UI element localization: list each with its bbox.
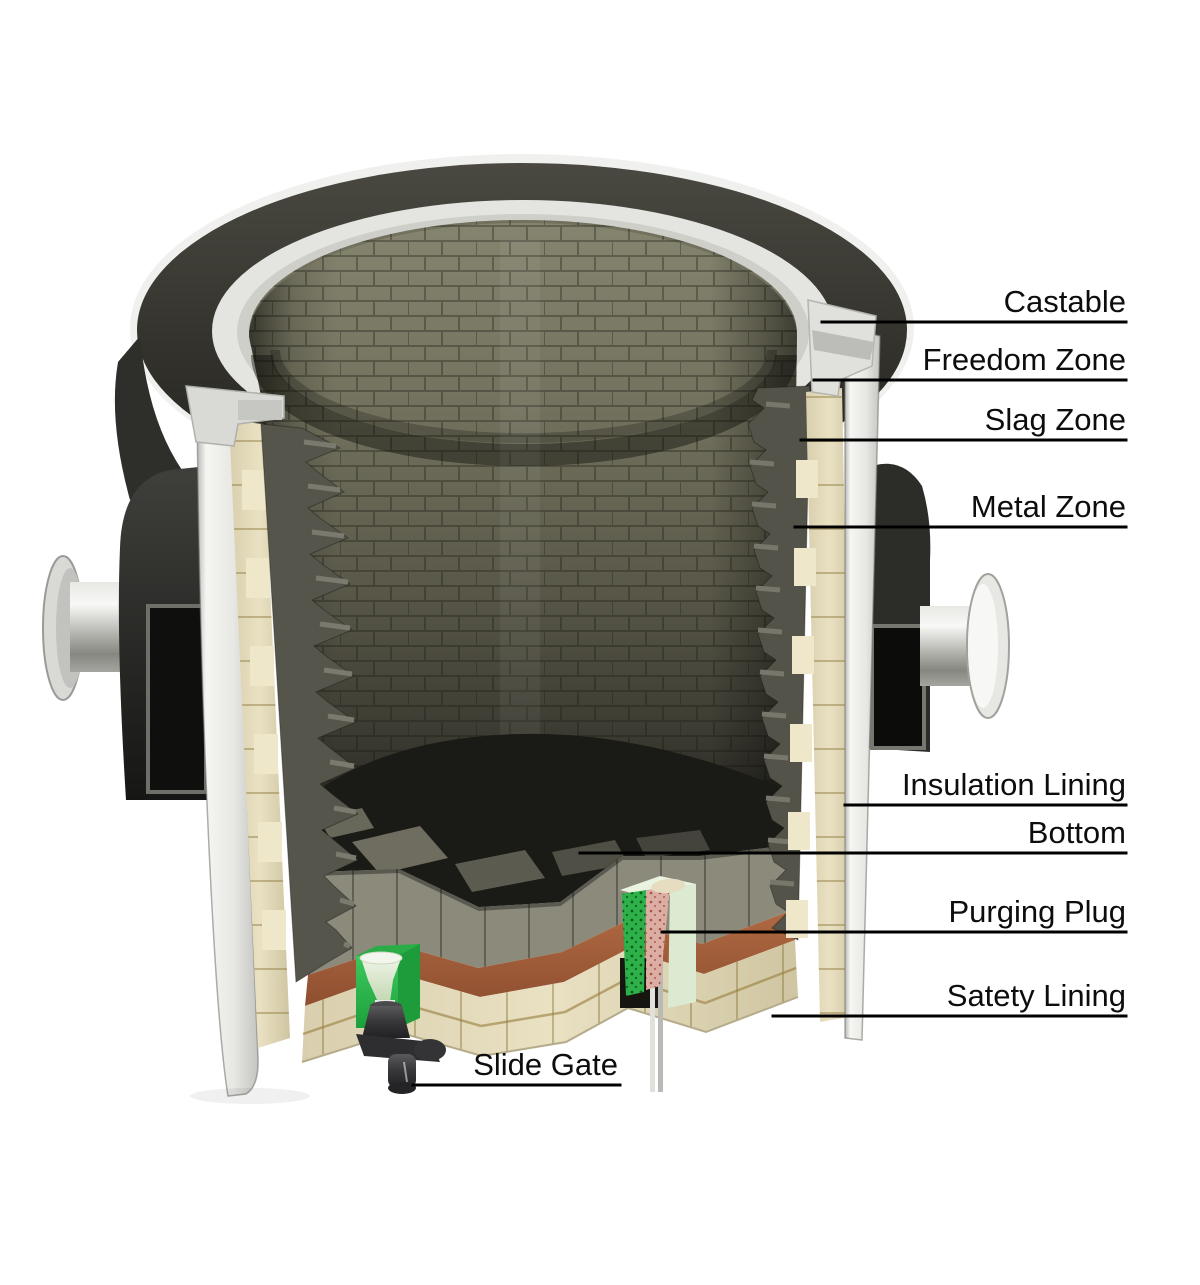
well-nozzle-funnel [361,956,402,1002]
right-insulation-joints [806,388,854,1022]
label-slag-zone: Slag Zone [984,402,1126,437]
label-freedom-zone: Freedom Zone [922,342,1126,377]
collector-nozzle [388,1054,416,1088]
ground-shadow [190,1088,310,1104]
left-lining-steps [260,423,359,983]
rim-cut-faces [185,299,877,447]
left-cutaway-column [196,397,359,1097]
well-block-side-face [398,944,420,1028]
left-rim-cut-inner [238,400,282,420]
well-nozzle-mouth [359,951,403,965]
purge-pipe [650,944,655,1092]
label-metal-zone: Metal Zone [970,489,1126,524]
left-shell-upper [114,336,182,500]
label-insulation-lining: Insulation Lining [901,767,1126,802]
left-trunnion [42,336,215,800]
wall-sheen [500,240,540,800]
bottom-band-joints [308,845,793,975]
purging-plug-cap [651,878,685,894]
left-trunnion-block-opening [146,604,208,794]
right-insulation-protrusions [786,460,818,938]
purging-plug-green-speckle [622,890,646,996]
label-purging-plug: Purging Plug [948,894,1126,929]
right-lining-steps [747,385,811,941]
right-trunnion-flange-face [968,584,998,708]
right-rim-cut-ledge [812,330,874,360]
right-trunnion [862,463,1010,752]
left-lining-step-highlights [303,439,357,949]
floor-step [455,850,545,892]
slide-gate-assembly [356,944,446,1094]
label-bottom: Bottom [1027,815,1126,850]
nozzle-highlight [403,1061,408,1083]
purging-plug-assembly [620,876,696,1092]
slide-gate-elbow [414,1039,446,1061]
backing-terracotta-band [305,910,795,1006]
right-lining-step-highlights [749,401,795,887]
right-cutaway-column [747,327,881,1041]
collector-nozzle-tip [388,1082,416,1094]
rim-shadow-band-inner [270,349,777,444]
slide-gate-cone [362,1006,410,1038]
ladle-floor [309,733,791,907]
purging-plug-block-face [668,884,696,1008]
bottom-band-shade [311,845,790,912]
label-slide-gate: Slide Gate [473,1047,618,1082]
label-castable: Castable [1003,284,1126,319]
label-safety-lining: Satety Lining [946,978,1126,1013]
purging-plug-cone-speckle [646,887,670,990]
left-shell-strip [196,397,259,1097]
leader-lines [411,320,1128,1087]
left-insulation-protrusions [242,470,286,950]
right-trunnion-block-opening [870,624,926,750]
purge-pipe [658,944,663,1092]
floor-step [636,830,710,858]
floor-step [352,826,448,874]
